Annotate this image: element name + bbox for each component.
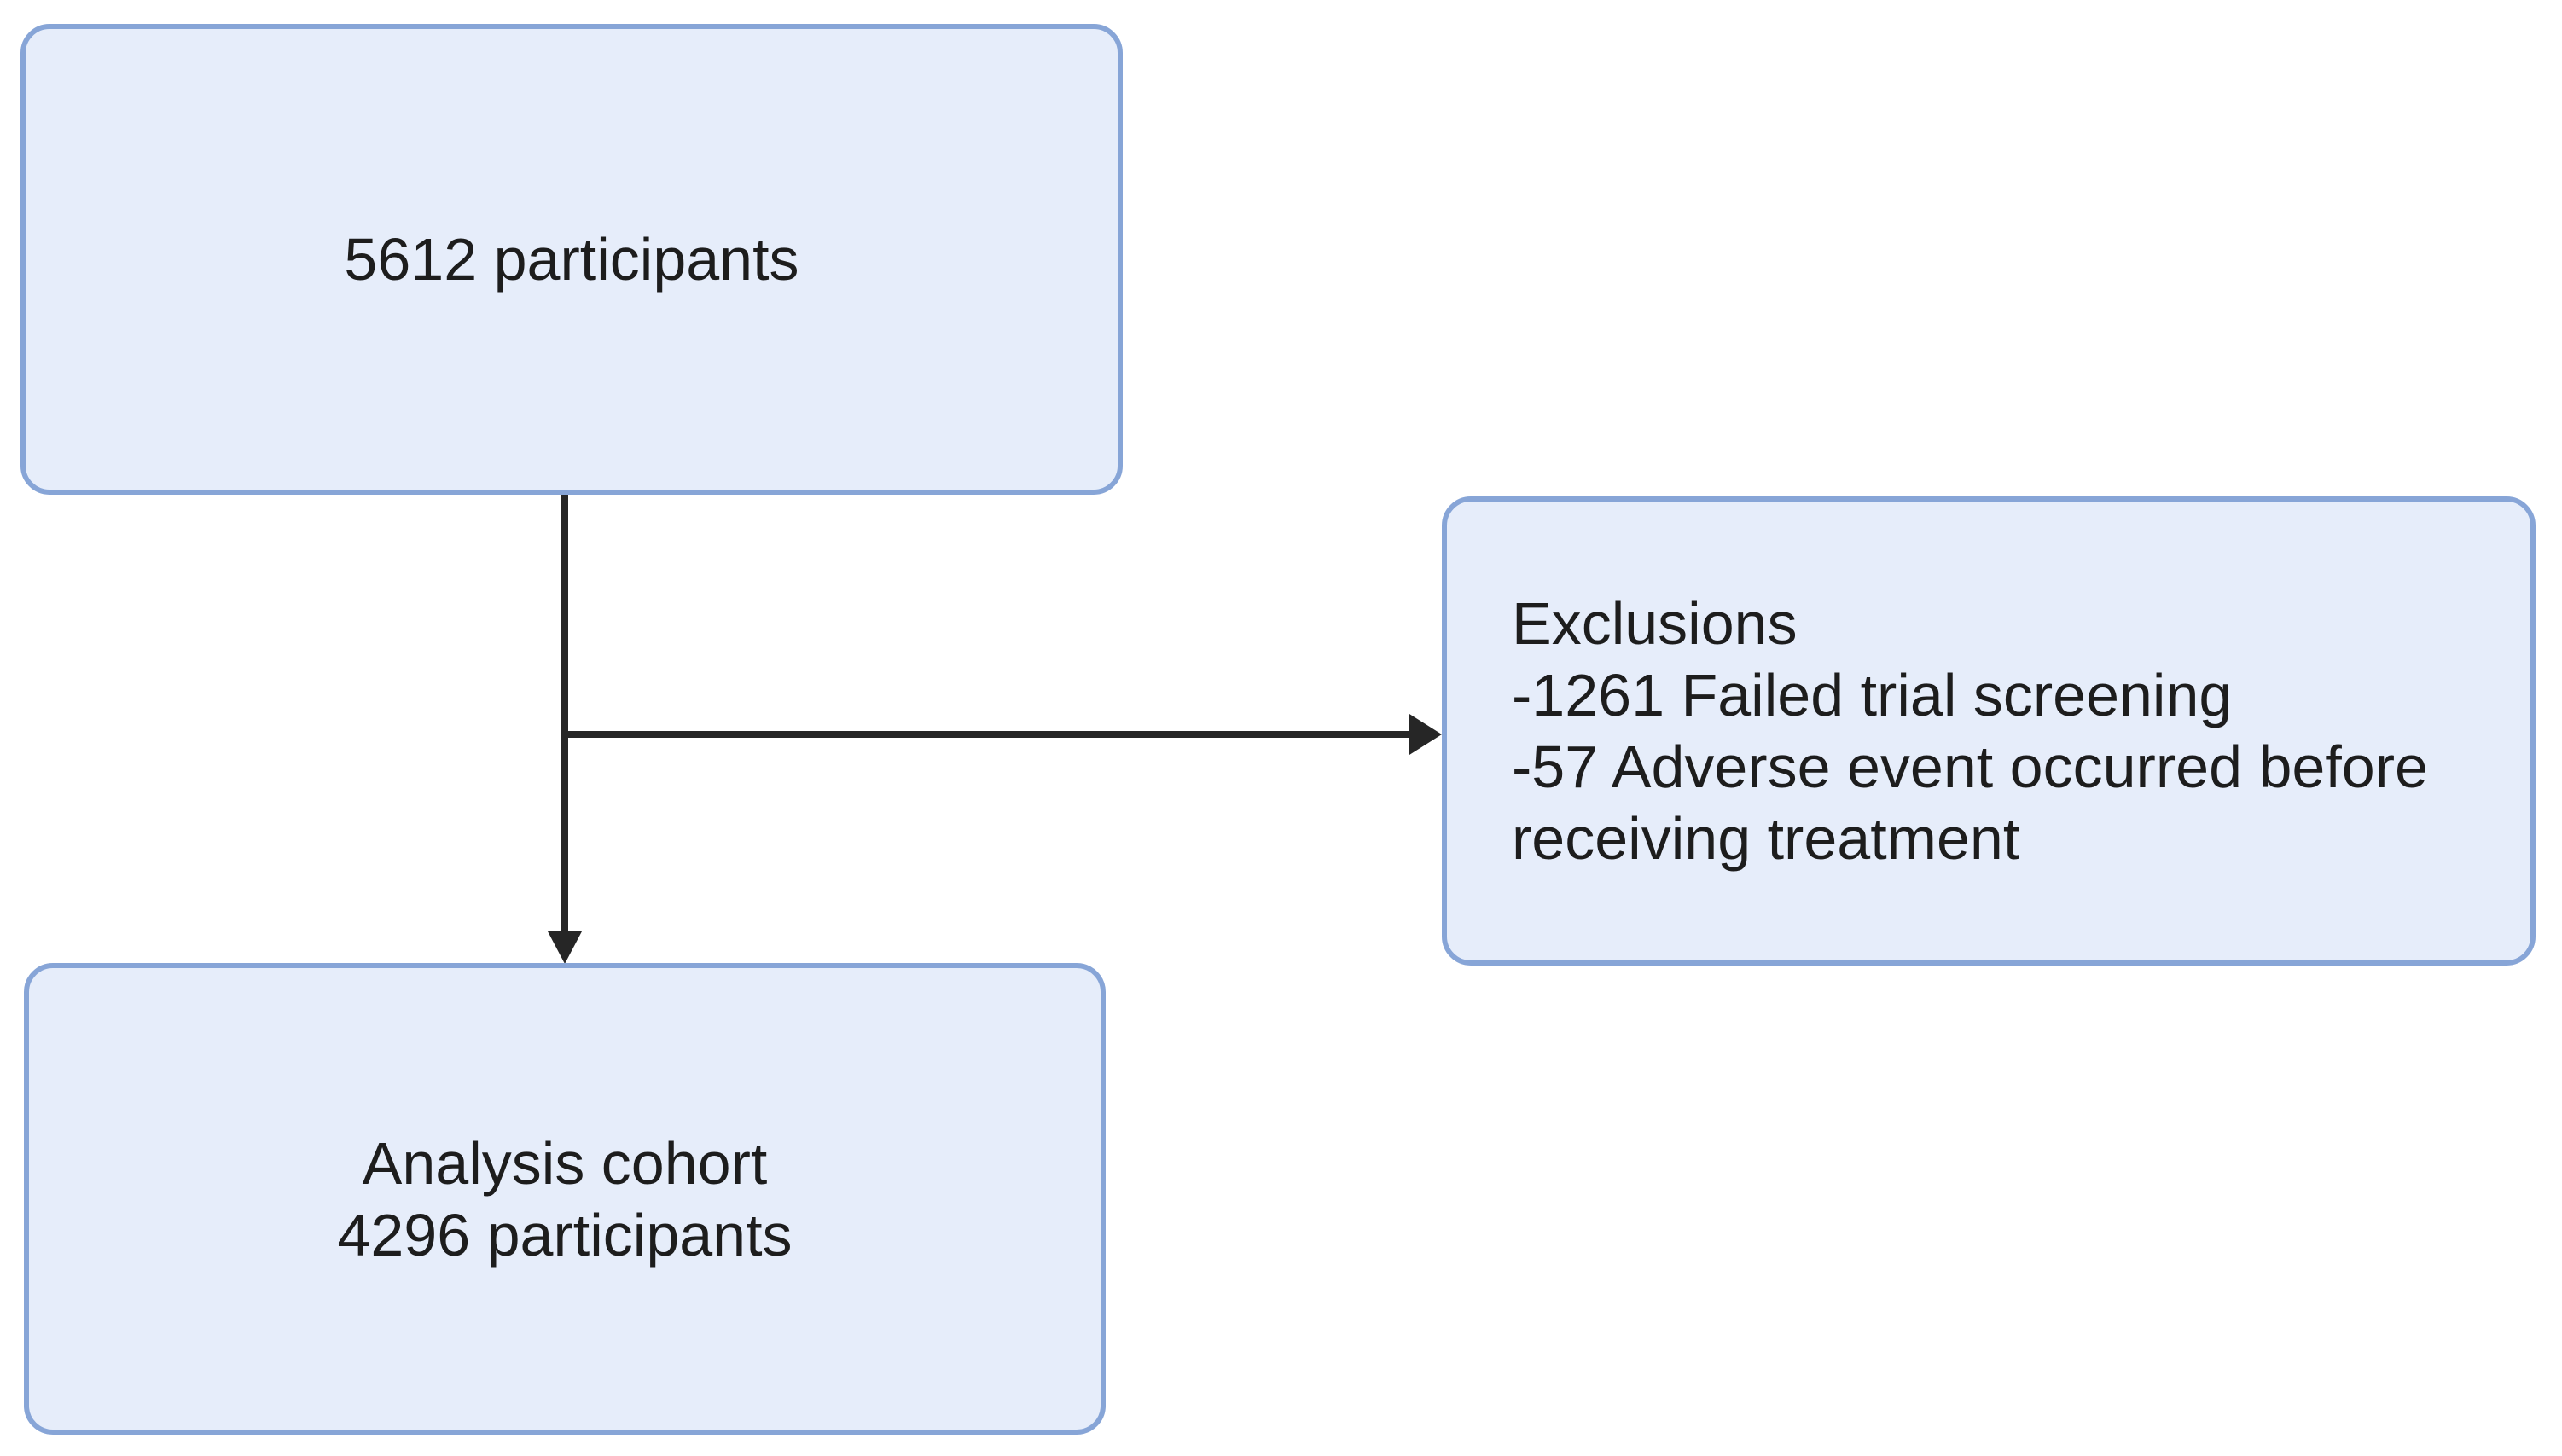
- node-enrolled-participants: 5612 participants: [20, 24, 1123, 495]
- exclusions-title: Exclusions: [1512, 590, 1798, 657]
- analysis-cohort-count: 4296 participants: [337, 1201, 793, 1268]
- enrolled-participants-label: 5612 participants: [344, 226, 799, 293]
- analysis-cohort-title: Analysis cohort: [362, 1129, 768, 1197]
- arrow-right-head-icon: [1409, 714, 1442, 755]
- exclusions-item-adverse-event: -57 Adverse event occurred before receiv…: [1512, 734, 2428, 872]
- node-analysis-cohort: Analysis cohort 4296 participants: [24, 963, 1106, 1435]
- arrow-down-head-icon: [548, 931, 582, 964]
- node-exclusions: Exclusions -1261 Failed trial screening …: [1442, 496, 2536, 966]
- arrow-down-line: [561, 495, 568, 935]
- arrow-right-line: [563, 731, 1411, 738]
- exclusions-item-failed-screening: -1261 Failed trial screening: [1512, 662, 2233, 728]
